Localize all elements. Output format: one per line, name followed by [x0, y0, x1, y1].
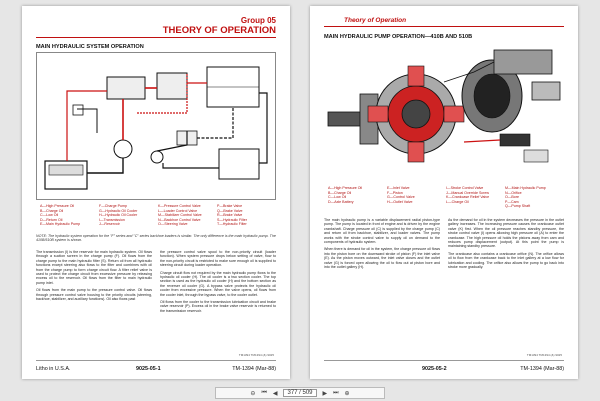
group-label: Group 05	[240, 16, 276, 25]
legend-item: K—Pressure Control Valve	[158, 204, 201, 208]
zoom-in-icon[interactable]: ⊕	[344, 390, 350, 397]
legend-item: B—Charge Oil	[328, 190, 352, 195]
legend-item: C—Low Oil	[328, 195, 347, 200]
zoom-out-icon[interactable]: ⊖	[250, 390, 256, 397]
footer-page-number: 9025-05-2	[422, 366, 447, 372]
next-page-icon[interactable]: ▶	[322, 390, 328, 397]
legend-item: F—Piston	[387, 190, 403, 195]
legend-item: J—Reservoir	[99, 222, 120, 227]
first-page-icon[interactable]: ⏮	[261, 389, 267, 396]
viewer-toolbar: ⊖ ⏮ ◀ 377 / 509 ▶ ⏭ ⊕	[215, 387, 385, 399]
stroke-valve-shape	[493, 49, 553, 75]
text-column-1: The transmission (I) is the reservoir fo…	[36, 250, 152, 304]
pump-shape	[113, 139, 133, 159]
legend-item: L—Charge Oil	[446, 199, 469, 204]
legend-item: H—Hydraulic Oil Cooler	[99, 213, 138, 218]
pump-drawing	[327, 49, 561, 163]
charge-pump-shape	[150, 150, 164, 164]
page-number-field[interactable]: 377 / 509	[283, 389, 317, 397]
paragraph: Charge circuit flow not required by the …	[160, 270, 276, 297]
backhoe-valve-shape	[156, 72, 188, 100]
legend-item: G—Control Valve	[387, 195, 415, 200]
header-rule	[324, 26, 564, 27]
reservoir-shape	[44, 160, 88, 190]
paragraph: The main hydraulic pump is a variable di…	[324, 218, 440, 245]
section-title: MAIN HYDRAULIC PUMP OPERATION—410B AND 5…	[324, 34, 473, 40]
legend-item: I—Transmission	[99, 217, 125, 222]
legend-item: O—Steering Valve	[158, 222, 188, 227]
legend-item: M—Main Hydraulic Pump	[505, 186, 546, 190]
legend-item: P—Cam	[505, 199, 519, 204]
legend-item: Q—Pump Shaft	[505, 204, 531, 209]
legend-item: D—Return Oil	[40, 217, 63, 222]
pump-shaft-shape	[327, 111, 365, 127]
legend-item: O—Bore	[505, 195, 519, 200]
header-rule	[36, 37, 276, 38]
note-text: NOTE: The hydraulic system operation for…	[36, 234, 276, 243]
text-column-2: the pressure control valve spool to the …	[160, 250, 276, 316]
footer-page-number: 9025-05-1	[136, 366, 161, 372]
footer-code: TM1394 TM1394 (&) 9025	[526, 353, 562, 357]
paragraph: Oil flows from the main pump to the pres…	[36, 288, 152, 302]
legend-item: E—Main Hydraulic Pump	[40, 222, 81, 227]
legend-item: C—Low Oil	[40, 213, 59, 218]
legend-item: B—Charge Oil	[40, 208, 64, 213]
manual-page-right: Theory of Operation MAIN HYDRAULIC PUMP …	[310, 6, 578, 379]
legend-item: G—Hydraulic Oil Cooler	[99, 208, 138, 213]
legend-item: K—Crankcase Relief Valve	[446, 195, 490, 200]
legend-item: A—High Pressure Oil	[328, 186, 363, 190]
legend-item: N—Orifice	[505, 190, 522, 195]
hydraulic-schematic	[36, 52, 276, 200]
legend-item: L—Loader Control Valve	[158, 208, 198, 213]
legend-item: D—Axle Battery	[328, 199, 354, 204]
footer-tm: TM-1394 (Mar-88)	[232, 366, 276, 372]
legend-item: Q—Brake Valve	[217, 208, 243, 213]
last-page-icon[interactable]: ⏭	[333, 389, 339, 396]
transmission-shape	[218, 148, 260, 180]
legend-item: M—Stabilizer Control Valve	[158, 213, 202, 218]
text-column-1: The main hydraulic pump is a variable di…	[324, 218, 440, 272]
manual-page-left: Group 05 THEORY OF OPERATION MAIN HYDRAU…	[22, 6, 290, 379]
legend-item: E—Inlet Valve	[387, 186, 410, 190]
footer-code: TM1394 TM1394 (&) 9025	[238, 353, 274, 357]
legend-item: R—Brake Valve	[217, 213, 243, 218]
legend-item: S—Hydraulic Filter	[217, 217, 247, 222]
legend-item: J—Manual Override Screw	[446, 190, 489, 195]
figure-legend: A—High Pressure Oil F—Charge Pump K—Pres…	[40, 204, 276, 227]
page-title: THEORY OF OPERATION	[162, 25, 276, 36]
paragraph: When there is demand for oil in the syst…	[324, 247, 440, 270]
paragraph: the pressure control valve spool to the …	[160, 250, 276, 268]
paragraph: Oil flows from the cooler to the transmi…	[160, 300, 276, 313]
figure-legend: A—High Pressure Oil E—Inlet Valve I—Stro…	[328, 186, 564, 209]
paragraph: The transmission (I) is the reservoir fo…	[36, 250, 152, 285]
footer-rule	[36, 360, 276, 361]
schematic-drawing	[44, 66, 268, 190]
text-column-2: As the demand for oil in the system decr…	[448, 218, 564, 272]
footer-rule	[324, 360, 564, 361]
paragraph: As the demand for oil in the system decr…	[448, 218, 564, 249]
footer-tm: TM-1394 (Mar-88)	[520, 366, 564, 372]
footer-litho: Litho in U.S.A.	[36, 366, 71, 372]
prev-page-icon[interactable]: ◀	[272, 390, 278, 397]
pump-cutaway-illustration	[324, 42, 564, 182]
paragraph: The crankcase also contains a crankcase …	[448, 251, 564, 270]
legend-item: P—Brake Valve	[217, 204, 243, 208]
legend-item: T—Hydraulic Filter	[217, 222, 247, 227]
running-header: Theory of Operation	[344, 17, 407, 24]
legend-item: N—Backhoe Control Valve	[158, 217, 201, 222]
legend-item: F—Charge Pump	[99, 204, 127, 208]
section-title: MAIN HYDRAULIC SYSTEM OPERATION	[36, 44, 144, 50]
legend-item: I—Stroke Control Valve	[446, 186, 484, 190]
loader-valve-shape	[106, 76, 146, 100]
legend-item: A—High Pressure Oil	[40, 204, 75, 208]
legend-item: H—Outlet Valve	[387, 199, 413, 204]
